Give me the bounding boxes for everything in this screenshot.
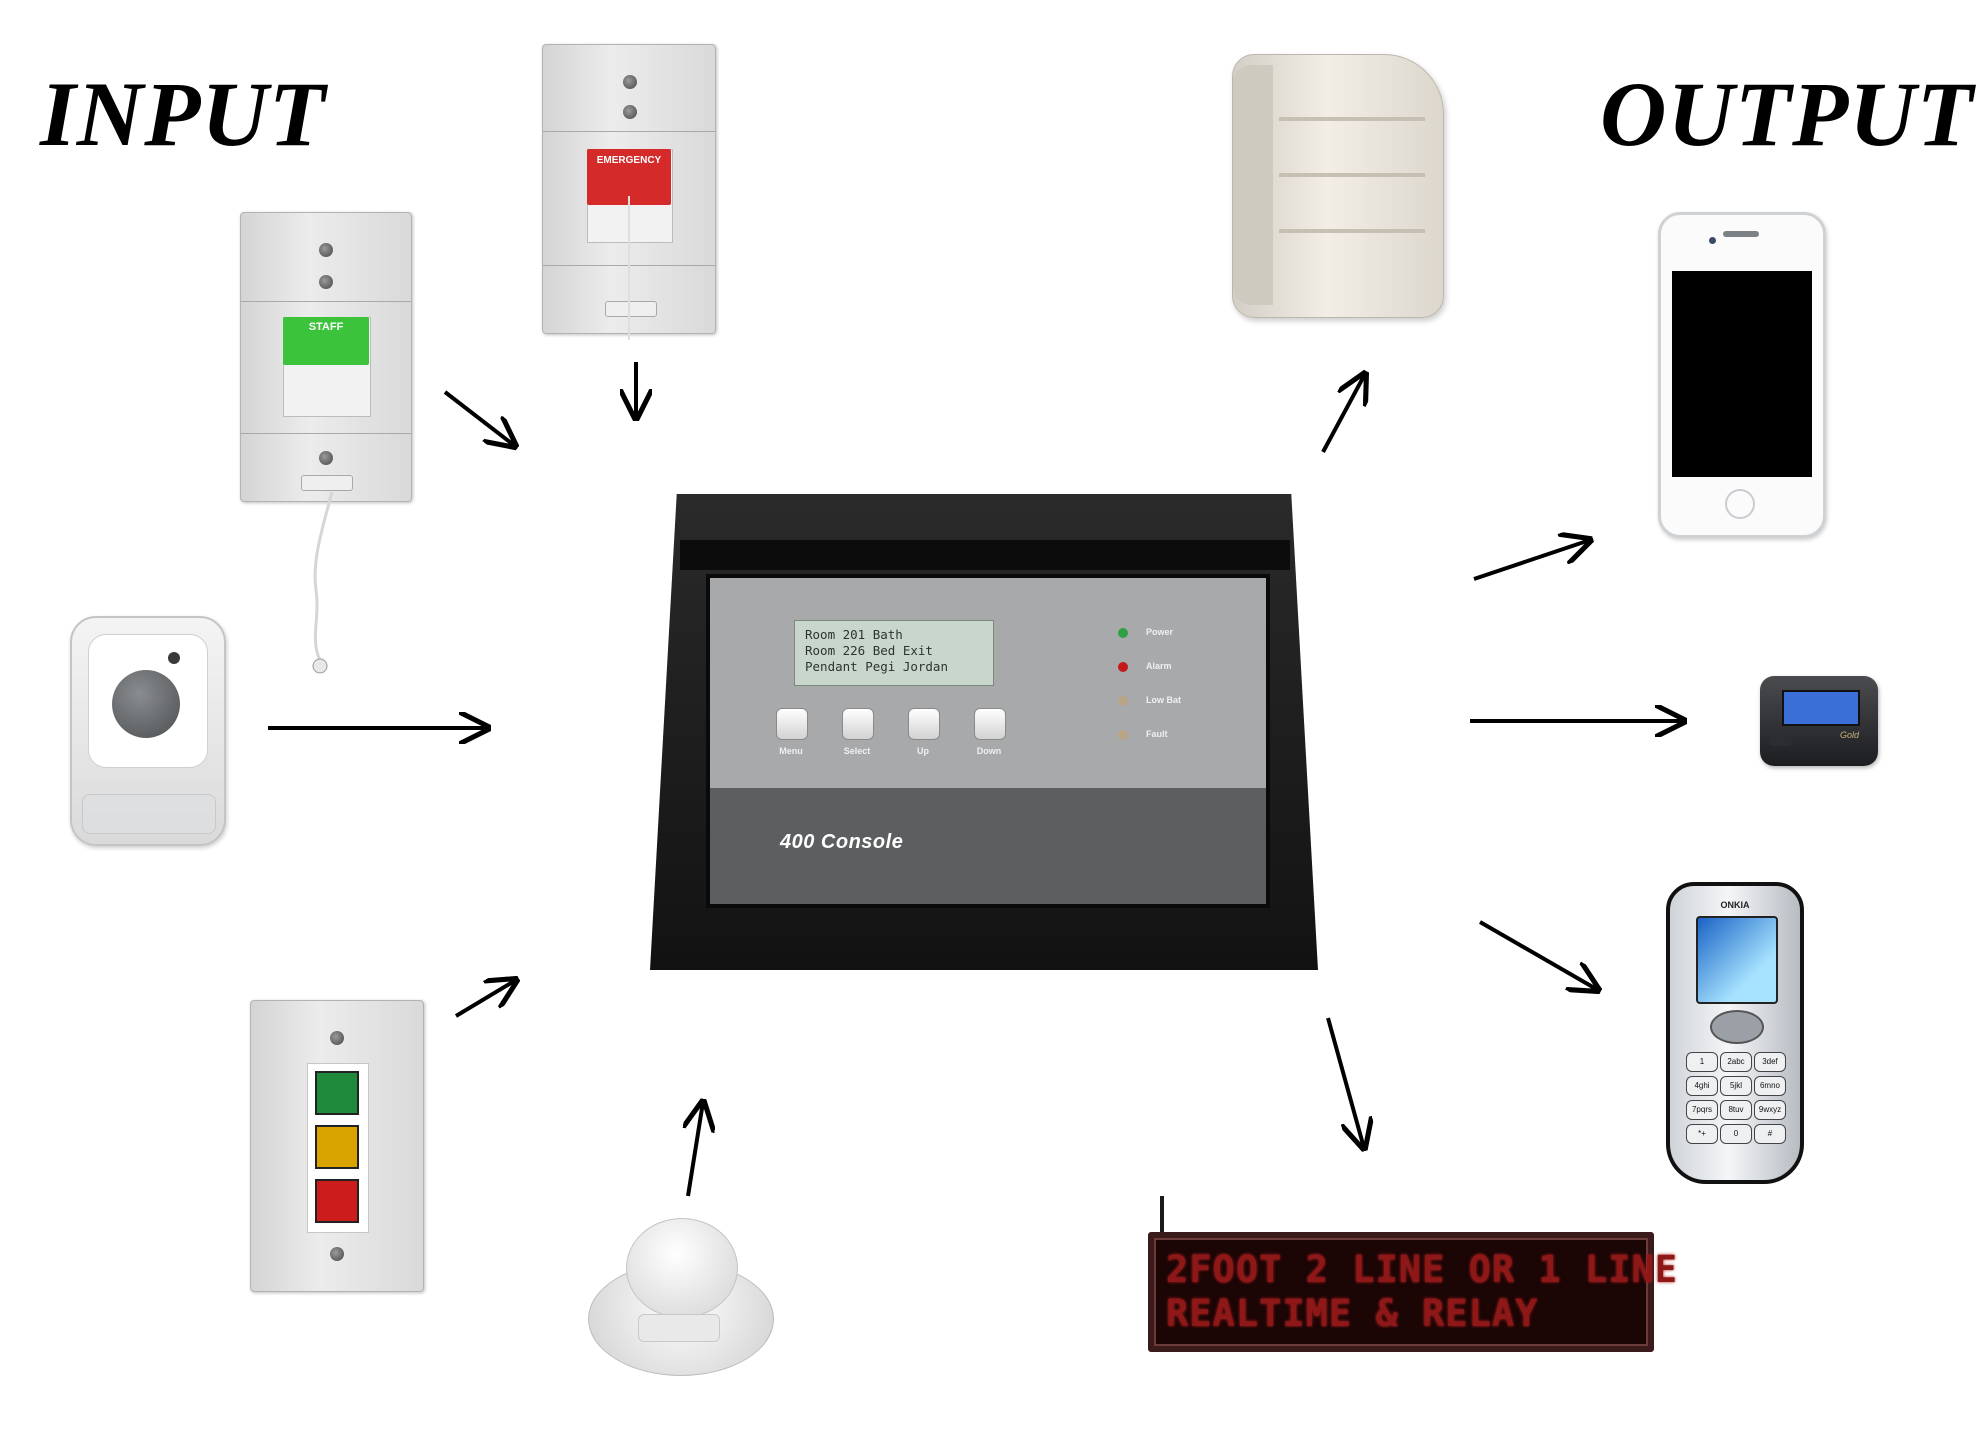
keypad-key[interactable]: 0 <box>1720 1124 1752 1144</box>
emergency-handle[interactable]: EMERGENCY <box>587 149 671 205</box>
indicator-lens <box>315 1071 359 1115</box>
keypad-key[interactable]: 7pqrs <box>1686 1100 1718 1120</box>
keypad-key[interactable]: 3def <box>1754 1052 1786 1072</box>
indicator-led-icon <box>1118 696 1128 706</box>
smartphone-speaker <box>1723 231 1759 237</box>
indicator-led-icon <box>1118 730 1128 740</box>
display-line: Room 201 Bath <box>805 627 903 642</box>
keypad-key[interactable]: # <box>1754 1124 1786 1144</box>
keypad-key[interactable]: 1 <box>1686 1052 1718 1072</box>
indicator-label: Low Bat <box>1146 695 1181 705</box>
pager-screen <box>1782 690 1860 726</box>
indicator-label: Alarm <box>1146 661 1172 671</box>
indicator-lens <box>315 1179 359 1223</box>
display-line: Pendant Pegi Jordan <box>805 659 948 674</box>
led-sign-line-1: 2FOOT 2 LINE OR 1 LINE <box>1166 1248 1679 1291</box>
indicator-light-plate <box>250 1000 424 1292</box>
keypad-key[interactable]: 9wxyz <box>1754 1100 1786 1120</box>
arrow-console-to-speaker <box>1321 374 1365 453</box>
cell-phone-brand: ONKIA <box>1720 900 1750 910</box>
console-key-menu[interactable] <box>776 708 808 740</box>
input-heading: INPUT <box>40 63 327 165</box>
indicator-led-icon <box>1118 628 1128 638</box>
indicator-led-icon <box>1118 662 1128 672</box>
screw-icon <box>623 75 637 89</box>
pendant-led <box>168 652 180 664</box>
keypad-key[interactable]: 4ghi <box>1686 1076 1718 1096</box>
console-key-down[interactable] <box>974 708 1006 740</box>
staff-pull-station[interactable]: STAFF <box>240 212 412 502</box>
pager-brand: Gold <box>1840 730 1860 740</box>
arrow-console-to-led-sign <box>1326 1017 1364 1148</box>
screw-icon <box>319 451 333 465</box>
console-key-label: Up <box>917 746 929 756</box>
keypad-key[interactable]: 6mno <box>1754 1076 1786 1096</box>
pager-button[interactable] <box>1770 736 1792 746</box>
pendant-button[interactable] <box>112 670 180 738</box>
pager[interactable]: Gold <box>1760 676 1878 766</box>
wall-speaker <box>1232 54 1444 318</box>
cord-clip <box>605 301 657 317</box>
display-line: Room 226 Bed Exit <box>805 643 933 658</box>
console-key-up[interactable] <box>908 708 940 740</box>
smartphone-camera-icon <box>1709 237 1716 244</box>
console-tray <box>680 540 1290 570</box>
smoke-detector <box>588 1218 774 1378</box>
indicator-lens <box>315 1125 359 1169</box>
cord-clip <box>301 475 353 491</box>
smoke-detector-dome <box>626 1218 738 1318</box>
smartphone-screen[interactable] <box>1672 271 1812 477</box>
home-button-icon[interactable] <box>1725 489 1755 519</box>
led-sign-antenna <box>1160 1196 1164 1236</box>
led-sign: 2FOOT 2 LINE OR 1 LINE REALTIME & RELAY <box>1148 1232 1677 1352</box>
arrow-indicator-to-console <box>454 980 516 1018</box>
pull-cord <box>628 196 630 340</box>
nav-pad-icon[interactable] <box>1710 1010 1764 1044</box>
console-name: 400 Console <box>780 831 904 853</box>
console-lower-panel <box>710 788 1266 904</box>
smartphone[interactable] <box>1658 212 1826 538</box>
pendant-base <box>82 794 216 834</box>
screw-icon <box>623 105 637 119</box>
keypad-key[interactable]: *+ <box>1686 1124 1718 1144</box>
keypad-key[interactable]: 2abc <box>1720 1052 1752 1072</box>
indicator-label: Power <box>1146 627 1174 637</box>
pendant-transmitter[interactable] <box>70 616 226 846</box>
console-key-label: Menu <box>779 746 803 756</box>
screw-icon <box>319 243 333 257</box>
speaker-ridge <box>1279 117 1425 121</box>
arrow-smoke-to-console <box>688 1102 703 1197</box>
speaker-mount <box>1233 65 1273 305</box>
speaker-ridge <box>1279 229 1425 233</box>
led-sign-line-2: REALTIME & RELAY <box>1166 1292 1539 1335</box>
smoke-detector-vent <box>638 1314 720 1342</box>
arrow-console-to-smartphone <box>1473 540 1590 581</box>
arrow-console-to-cellphone <box>1479 920 1598 990</box>
output-heading: OUTPUT <box>1600 63 1974 165</box>
screw-icon <box>330 1031 344 1045</box>
arrow-staff-to-console <box>443 390 515 446</box>
console-key-label: Select <box>843 746 871 756</box>
screw-icon <box>330 1247 344 1261</box>
speaker-ridge <box>1279 173 1425 177</box>
cell-phone-screen <box>1696 916 1778 1004</box>
plate-seam <box>241 433 411 434</box>
plate-seam <box>241 301 411 302</box>
keypad-key[interactable]: 8tuv <box>1720 1100 1752 1120</box>
keypad-key[interactable]: 5jkl <box>1720 1076 1752 1096</box>
plate-seam <box>543 131 715 132</box>
pull-cord <box>312 491 334 674</box>
staff-handle[interactable]: STAFF <box>283 317 369 365</box>
console-key-label: Down <box>976 746 1002 756</box>
screw-icon <box>319 275 333 289</box>
indicator-label: Fault <box>1146 729 1168 739</box>
console-key-select[interactable] <box>842 708 874 740</box>
